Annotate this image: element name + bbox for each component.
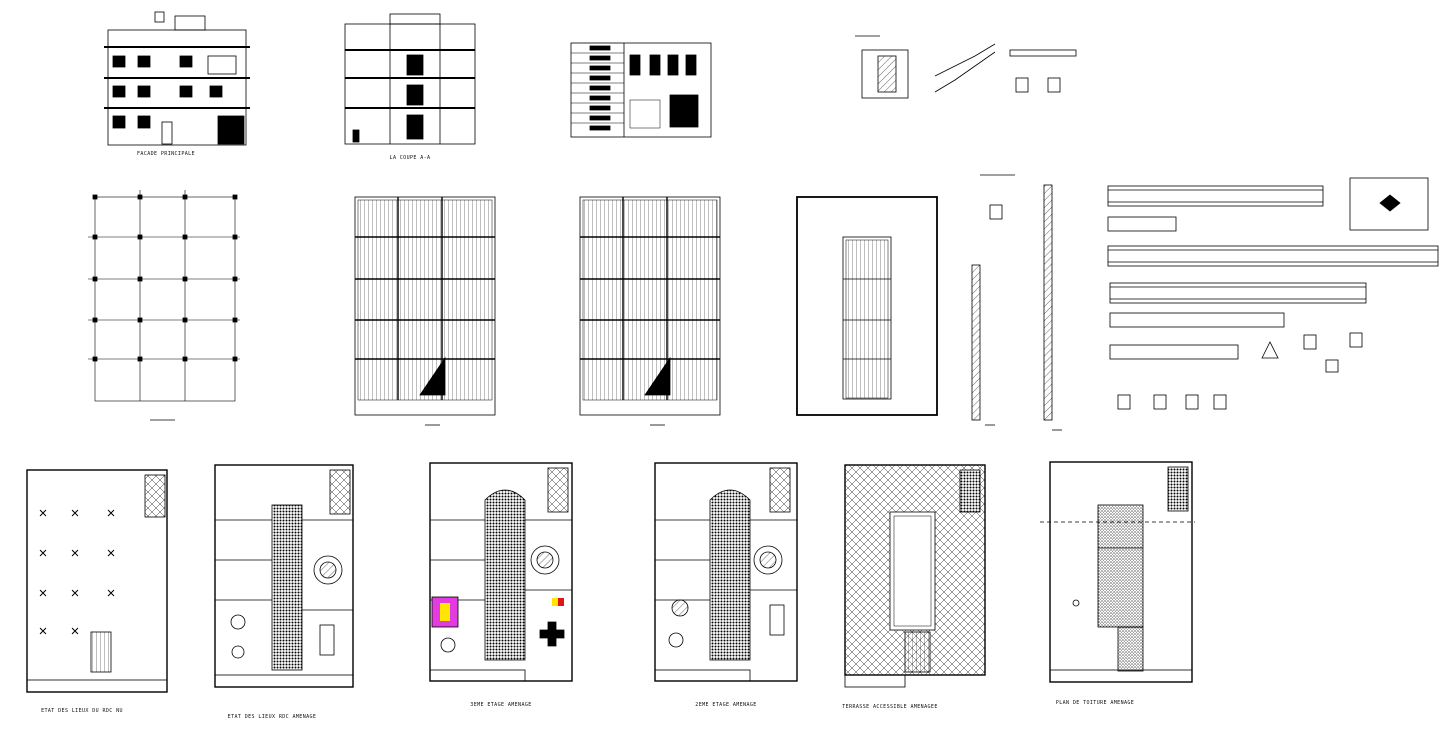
plan-roof-terrace	[844, 464, 986, 688]
facade-elevation	[104, 11, 250, 146]
caption-third-floor: 3EME ETAGE AMENAGE	[470, 702, 532, 708]
stair-details	[855, 35, 1077, 99]
caption-roof-terrace: TERRASSE ACCESSIBLE AMENAGEE	[842, 704, 938, 710]
caption-second-floor: 2EME ETAGE AMENAGE	[695, 702, 757, 708]
column-grid-plan	[88, 190, 240, 421]
caption-roof-plan: PLAN DE TOITURE AMENAGE	[1055, 700, 1135, 706]
caption-section: LA COUPE A-A	[389, 155, 431, 161]
caption-ground-floor-raw: ETAT DES LIEUX DU RDC NU	[41, 708, 123, 714]
column-reinforcement-details	[971, 174, 1062, 431]
plan-ground-floor-fitted	[214, 464, 354, 688]
slab-plan-2	[579, 196, 721, 426]
plan-roof	[1040, 461, 1195, 683]
plan-ground-floor-raw	[26, 469, 168, 693]
beam-reinforcement-details	[1107, 177, 1439, 410]
caption-facade: FACADE PRINCIPALE	[137, 151, 195, 157]
caption-ground-floor-fitted: ETAT DES LIEUX RDC AMENAGE	[227, 714, 317, 720]
section-a-a	[344, 13, 476, 145]
roof-slab-plan	[796, 196, 938, 416]
door-window-schedule	[570, 42, 712, 138]
plan-third-floor	[429, 462, 573, 682]
slab-plan-1	[354, 196, 496, 426]
plan-second-floor	[654, 462, 798, 682]
